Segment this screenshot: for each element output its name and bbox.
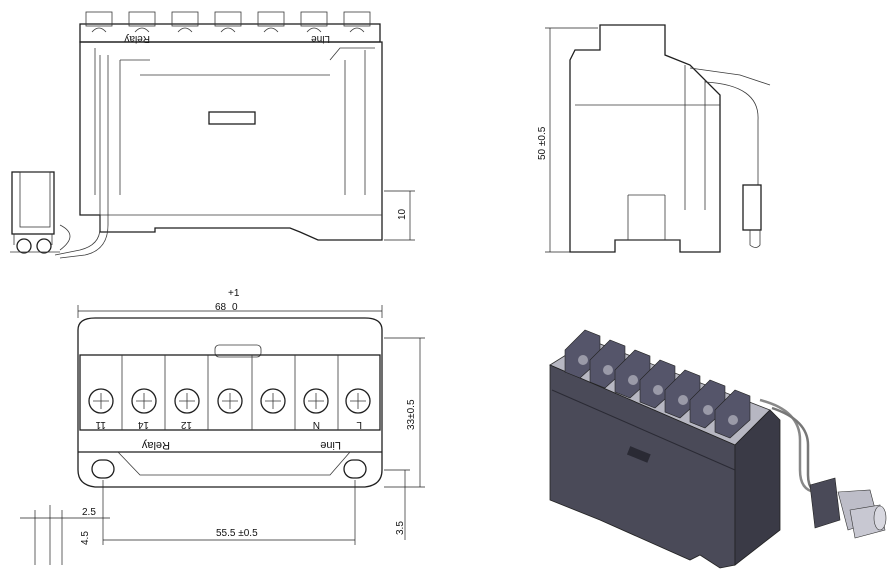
terminal-label-7: L	[356, 419, 362, 430]
relay-label: Relay	[141, 439, 170, 451]
hole-offset-label: 3.5	[395, 521, 406, 535]
front-body-outline	[79, 41, 383, 241]
front-label-window	[208, 111, 256, 125]
front-view: Relay Line 10	[10, 11, 415, 259]
mount-hole-right	[343, 459, 367, 479]
rail-height-label: 10	[397, 208, 408, 220]
product-3d-render	[549, 329, 887, 569]
terminal-label-2: 14	[137, 419, 149, 430]
top-view: +1 68 0 11 14 12 N	[20, 288, 425, 565]
side-connector	[742, 184, 762, 231]
depth-dimension-label: 33±0.5	[406, 399, 417, 430]
top-body-outline	[77, 317, 383, 488]
line-label: Line	[320, 439, 341, 451]
side-wire	[689, 67, 771, 185]
left-small-dim-b: 4.5	[80, 531, 91, 545]
terminal-block	[79, 354, 381, 431]
front-line-label: Line	[311, 33, 330, 44]
side-view: 50 ±0.5	[537, 24, 771, 253]
side-body-outline	[569, 24, 721, 253]
terminal-label-6: N	[313, 419, 320, 430]
hole-spacing-label: 55.5 ±0.5	[216, 528, 258, 539]
left-small-dim-a: 2.5	[82, 507, 96, 518]
height-dimension-label: 50 ±0.5	[537, 126, 548, 160]
width-tolerance-lower: 0	[232, 302, 238, 313]
width-main-label: 68	[215, 302, 227, 313]
width-tolerance-upper: +1	[228, 288, 240, 299]
front-wire-connector	[10, 55, 109, 259]
terminal-label-3: 12	[180, 419, 192, 430]
mount-hole-left	[91, 459, 115, 479]
terminal-label-1: 11	[95, 419, 106, 430]
front-relay-label: Relay	[124, 33, 150, 44]
